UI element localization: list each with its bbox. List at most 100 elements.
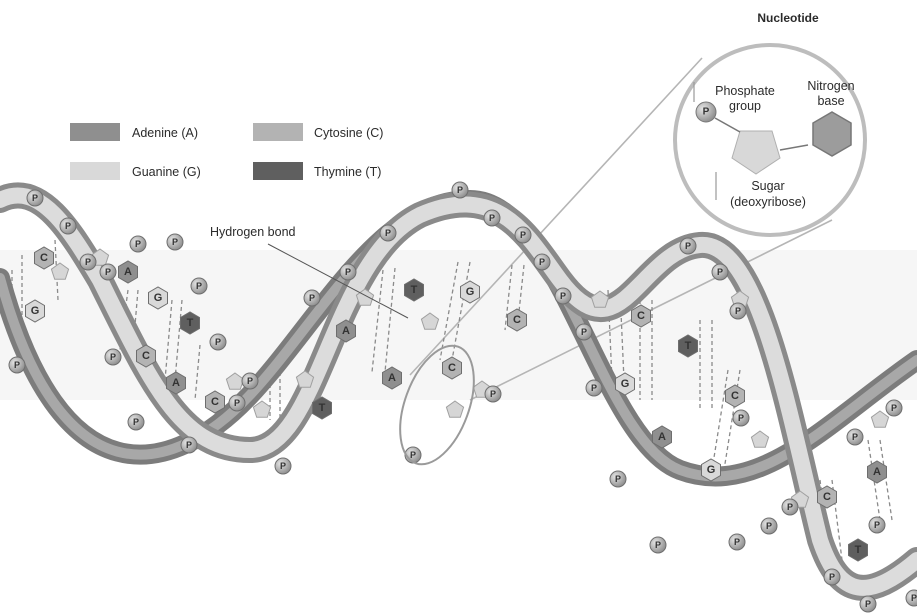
base-cytosine: C [507,308,527,332]
base-thymine: T [180,311,200,335]
base-adenine: A [336,319,356,343]
base-thymine-letter: T [411,284,418,296]
phosphate-ball [26,189,44,207]
base-cytosine-letter: C [637,310,645,322]
phosphate-symbol: P [891,403,897,413]
base-thymine-letter: T [685,340,692,352]
phosphate-ball [104,348,122,366]
hydrogen-bond-line [451,261,471,361]
base-thymine-letter: T [319,402,326,414]
base-cytosine-letter: C [142,350,150,362]
base-thymine-letter: T [187,317,194,329]
base-adenine-letter: A [124,266,132,278]
phosphate-group: P [760,517,778,535]
base-thymine-hexagon [180,311,200,335]
phosphate-ball [514,226,532,244]
phosphate-group: P [823,568,841,586]
phosphate-group: P [554,287,572,305]
phosphate-symbol: P [738,413,744,423]
phosphate-ball [129,235,147,253]
base-guanine: G [148,286,168,310]
legend-swatch-guanine [70,162,120,180]
phosphate-symbol: P [560,291,566,301]
phosphate-group: P [59,217,77,235]
phosphate-group: P [781,498,799,516]
base-adenine: A [867,460,887,484]
phosphate-group: P [575,323,593,341]
phosphate-ball [190,277,208,295]
hydrogen-bond-line [384,267,396,373]
phosphate-ball [679,237,697,255]
base-cytosine-hexagon [507,308,527,332]
phosphate-symbol: P [410,450,416,460]
phosphate-symbol: P [874,520,880,530]
base-cytosine-hexagon [631,304,651,328]
phosphate-symbol: P [615,474,621,484]
phosphate-group: P [129,235,147,253]
legend-label-guanine: Guanine (G) [132,165,201,179]
phosphate-symbol: P [520,230,526,240]
sugar-pentagon [870,410,890,428]
base-guanine-hexagon [148,286,168,310]
base-cytosine-letter: C [211,396,219,408]
phosphate-group: P [127,413,145,431]
phosphate-group: P [732,409,750,427]
base-cytosine: C [631,304,651,328]
phosphate-symbol: P [280,461,286,471]
base-cytosine-letter: C [823,491,831,503]
legend-swatch-thymine [253,162,303,180]
phosphate-group: P [379,224,397,242]
phosphate-group: P [846,428,864,446]
phosphate-group: P [228,394,246,412]
base-guanine-hexagon [701,458,721,482]
phosphate-symbol: P [385,228,391,238]
phosphate-ball [339,263,357,281]
phosphate-group: P [190,277,208,295]
inset-sugar-label-line2: (deoxyribose) [730,195,806,209]
base-adenine: A [382,366,402,390]
phosphate-ball [209,333,227,351]
base-adenine: A [652,425,672,449]
phosphate-ball [8,356,26,374]
legend-swatch-cytosine [253,123,303,141]
phosphate-group: P [274,457,292,475]
sugar-pentagon [590,290,610,308]
base-adenine-letter: A [388,372,396,384]
legend-swatch-adenine [70,123,120,141]
phosphate-symbol: P [685,241,691,251]
phosphate-ball [99,263,117,281]
base-adenine-letter: A [873,466,881,478]
inset-phosphate-label-line1: Phosphate [715,84,775,98]
base-guanine-letter: G [466,286,475,298]
base-cytosine: C [136,344,156,368]
phosphate-symbol: P [865,599,871,609]
phosphate-symbol: P [309,293,315,303]
sugar-pentagon [445,400,465,418]
phosphate-group: P [209,333,227,351]
phosphate-ball [609,470,627,488]
base-cytosine-letter: C [40,252,48,264]
base-thymine-hexagon [848,538,868,562]
phosphate-ball [451,181,469,199]
base-cytosine-hexagon [205,390,225,414]
base-adenine-hexagon [118,260,138,284]
base-guanine: G [25,299,45,323]
nucleotide-selection-circle [399,344,475,466]
base-guanine-hexagon [460,280,480,304]
legend-label-adenine: Adenine (A) [132,126,198,140]
inset-phosphate-label-line2: group [729,99,761,113]
phosphate-group: P [609,470,627,488]
phosphate-group: P [729,302,747,320]
base-cytosine: C [205,390,225,414]
phosphate-group: P [104,348,122,366]
phosphate-ball [483,209,501,227]
phosphate-group: P [303,289,321,307]
phosphate-symbol: P [734,537,740,547]
base-cytosine-hexagon [817,485,837,509]
phosphate-group: P [241,372,259,390]
sugar-pentagon [420,312,440,330]
phosphate-symbol: P [32,193,38,203]
hydrogen-bond-line [711,369,729,471]
inset-title: Nucleotide [757,11,819,25]
base-adenine-hexagon [382,366,402,390]
